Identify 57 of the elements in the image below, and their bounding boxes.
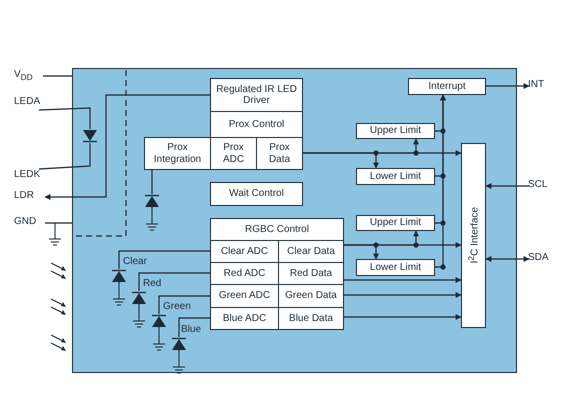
block-box: Green ADC bbox=[210, 284, 279, 308]
arrow bbox=[344, 292, 462, 298]
wire bbox=[178, 317, 210, 337]
pin-label: GND bbox=[14, 215, 44, 229]
wire bbox=[45, 222, 73, 224]
block-box: Clear ADC bbox=[210, 240, 279, 263]
pin-label: INT bbox=[528, 78, 552, 92]
photodiode-symbol bbox=[112, 269, 126, 283]
photodiode-symbol bbox=[152, 314, 166, 328]
pin-label: SCL bbox=[528, 178, 552, 192]
block-box: Lower Limit bbox=[356, 168, 435, 185]
block-box: Lower Limit bbox=[356, 259, 435, 276]
wire bbox=[38, 107, 91, 129]
diode-label: Clear bbox=[123, 256, 147, 267]
block-box: Wait Control bbox=[210, 182, 303, 206]
arrow bbox=[486, 83, 530, 89]
block-box: Blue Data bbox=[278, 307, 344, 330]
arrow bbox=[44, 94, 210, 200]
wire bbox=[38, 143, 91, 170]
pin-label: LEDK bbox=[14, 168, 48, 182]
block-box: Blue ADC bbox=[210, 307, 279, 330]
pin-label: LDR bbox=[14, 189, 44, 203]
wire bbox=[118, 250, 210, 269]
block-box: Upper Limit bbox=[356, 123, 435, 139]
arrow bbox=[303, 152, 379, 169]
block-box: Green Data bbox=[278, 284, 344, 308]
diode-label: Green bbox=[163, 301, 191, 312]
block-box: Red ADC bbox=[210, 262, 279, 285]
wire bbox=[158, 295, 210, 314]
diode-label: Red bbox=[143, 278, 162, 289]
photodiode-symbol bbox=[172, 337, 186, 351]
arrow bbox=[344, 277, 462, 283]
arrow bbox=[344, 244, 379, 260]
block-box: Prox Integration bbox=[144, 137, 211, 170]
diode-label: Blue bbox=[181, 324, 202, 335]
pin-label: SDA bbox=[528, 251, 552, 265]
diode-symbol bbox=[83, 129, 97, 143]
photodiode-symbol bbox=[132, 291, 146, 305]
arrow bbox=[435, 94, 446, 268]
block-box: Clear Data bbox=[278, 240, 344, 263]
block-box: Red Data bbox=[278, 262, 344, 285]
block-box: Regulated IR LED Driver bbox=[210, 78, 303, 112]
block-box: RGBC Control bbox=[210, 218, 344, 241]
arrow bbox=[485, 183, 529, 189]
pin-label: LEDA bbox=[14, 95, 48, 109]
block-box: Prox Data bbox=[256, 137, 303, 170]
block-box: Prox Control bbox=[210, 111, 303, 138]
arrow bbox=[344, 314, 462, 320]
photodiode-symbol bbox=[145, 194, 159, 208]
arrow bbox=[485, 256, 530, 262]
block-box: Prox ADC bbox=[210, 137, 257, 170]
wire bbox=[138, 272, 210, 291]
block-box: Interrupt bbox=[408, 78, 486, 95]
block-box: Upper Limit bbox=[356, 215, 435, 231]
pin-label: V$_{DD}$ bbox=[14, 68, 42, 84]
wire bbox=[151, 170, 153, 194]
wire bbox=[43, 75, 73, 77]
